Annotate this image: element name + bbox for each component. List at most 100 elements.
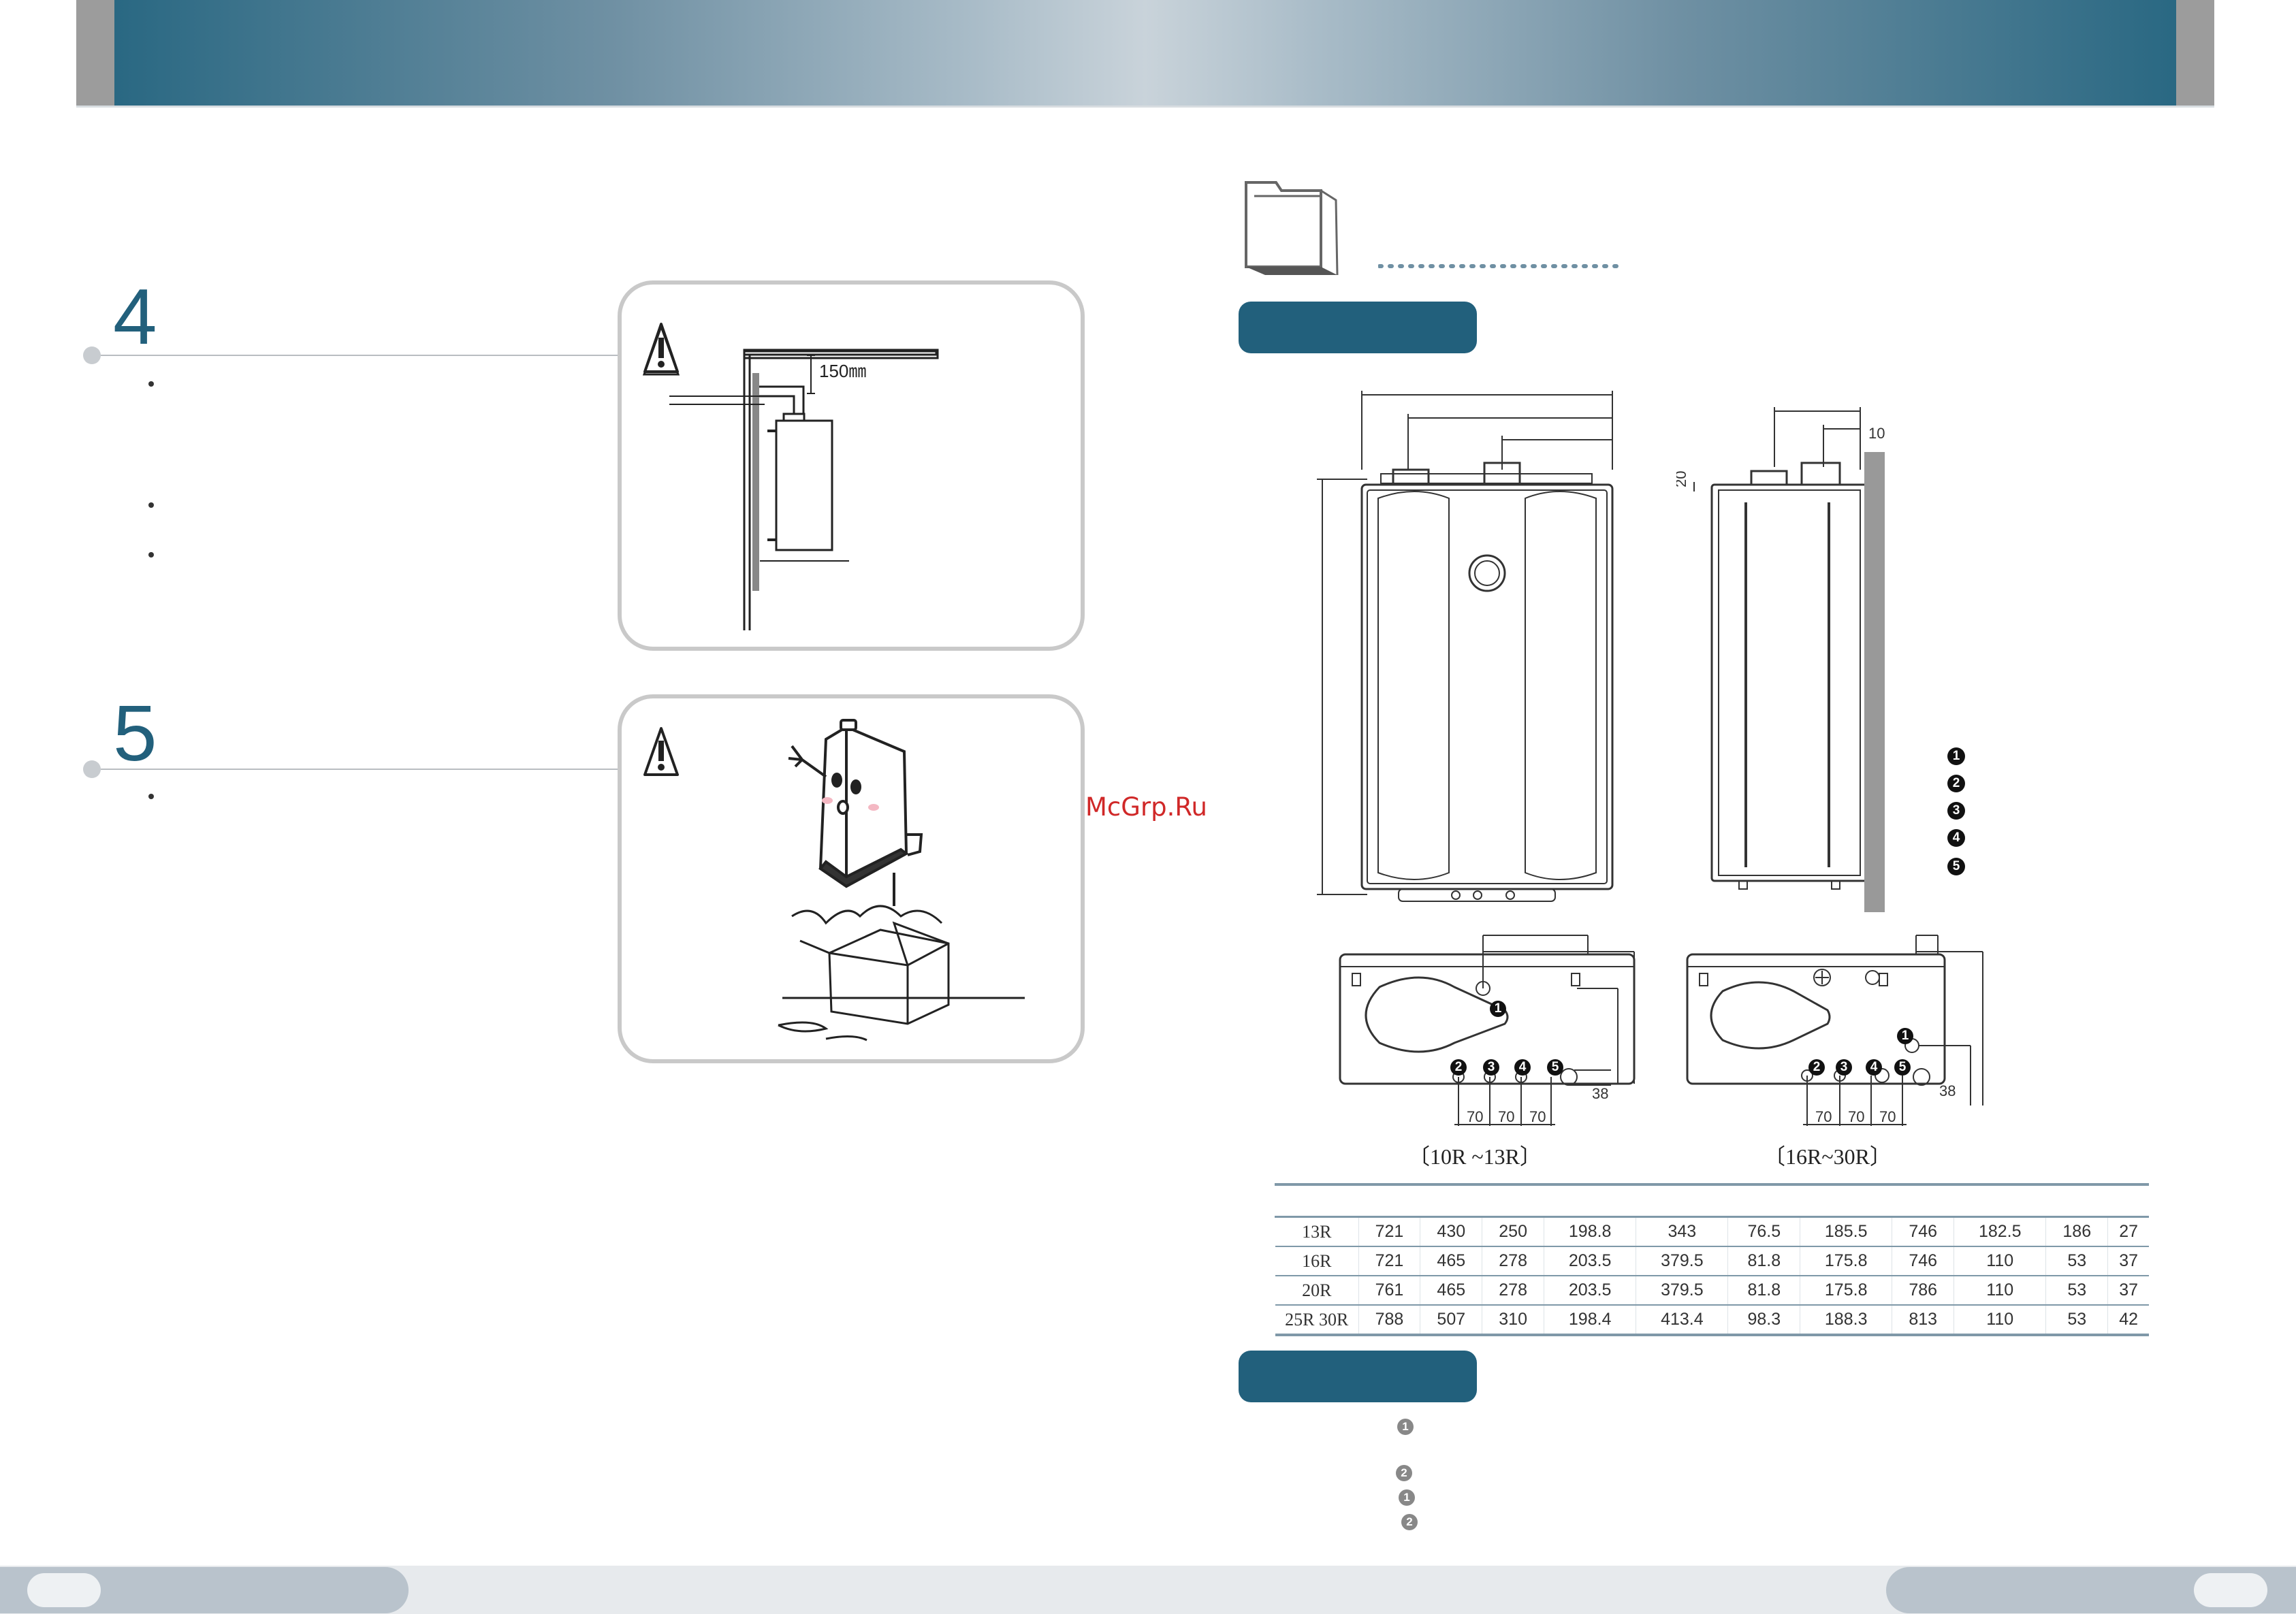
- dim-label-10: 10: [1868, 425, 1885, 442]
- dimensions-tab: [1239, 302, 1477, 353]
- table-cell: 721: [1358, 1246, 1420, 1276]
- table-header-cell: [1891, 1183, 1954, 1218]
- table-cell: 813: [1892, 1305, 1954, 1336]
- header-cap-left: [76, 0, 114, 106]
- marker-5-right: 5: [1894, 1059, 1911, 1076]
- table-cell: 76.5: [1727, 1216, 1800, 1247]
- marker-2-right: 2: [1808, 1059, 1825, 1076]
- boiler-character-icon: [788, 719, 923, 906]
- table-cell: 788: [1358, 1305, 1420, 1336]
- marker-3-right: 3: [1836, 1059, 1852, 1076]
- header-cap-right: [2176, 0, 2214, 106]
- table-cell: 278: [1482, 1276, 1544, 1306]
- section-number-4: 4: [113, 272, 157, 361]
- table-header-cell: [1799, 1183, 1892, 1218]
- dim-label-20: 20: [1676, 471, 1689, 487]
- table-cell: 465: [1420, 1276, 1482, 1306]
- table-cell-model: 16R: [1275, 1246, 1358, 1276]
- side-view-drawing: 10 20: [1676, 407, 1885, 912]
- table-header-cell: [1358, 1183, 1420, 1218]
- leak-illustration-panel: [618, 694, 1085, 1063]
- note-marker-2: 2: [1396, 1465, 1412, 1481]
- legend-marker-5: 5: [1947, 858, 1965, 875]
- table-cell: 746: [1892, 1246, 1954, 1276]
- clearance-illustration: 150㎜: [642, 323, 939, 630]
- table-header-cell: [1953, 1183, 2046, 1218]
- caption-10r-13r: 〔10R ~13R〕: [1408, 1144, 1542, 1169]
- table-cell: 786: [1892, 1276, 1954, 1306]
- marker-1-left: 1: [1490, 1001, 1506, 1017]
- legend-marker-3: 3: [1947, 802, 1965, 820]
- table-cell: 413.4: [1636, 1305, 1728, 1336]
- spacing-label: 70: [1467, 1108, 1483, 1125]
- marker-3-left: 3: [1483, 1059, 1499, 1076]
- table-cell: 379.5: [1636, 1246, 1728, 1276]
- spacing-label: 70: [1498, 1108, 1514, 1125]
- spacing-label: 38: [1592, 1085, 1608, 1102]
- legend-marker-1: 1: [1947, 747, 1965, 765]
- table-cell: 198.8: [1544, 1216, 1636, 1247]
- table-cell-model: 20R: [1275, 1276, 1358, 1306]
- table-cell: 81.8: [1727, 1276, 1800, 1306]
- bullet: [148, 381, 154, 387]
- marker-1-right: 1: [1897, 1028, 1913, 1044]
- section-rule-4: [101, 355, 618, 356]
- spacing-label: 70: [1848, 1108, 1864, 1125]
- table-cell: 175.8: [1800, 1276, 1892, 1306]
- section-dot-4: [83, 346, 101, 364]
- table-cell: 53: [2045, 1305, 2108, 1336]
- clearance-illustration-panel: 150㎜: [618, 280, 1085, 651]
- table-cell: 203.5: [1544, 1246, 1636, 1276]
- table-cell: 379.5: [1636, 1276, 1728, 1306]
- marker-5-left: 5: [1547, 1059, 1563, 1076]
- table-cell: 507: [1420, 1305, 1482, 1336]
- table-cell: 186: [2045, 1216, 2108, 1247]
- table-header-cell: [1481, 1183, 1544, 1218]
- note-marker-1b: 1: [1399, 1489, 1415, 1506]
- table-header-cell: [1543, 1183, 1636, 1218]
- table-cell: 37: [2107, 1276, 2149, 1306]
- table-header-cell: [1727, 1183, 1800, 1218]
- section-rule-5: [101, 769, 618, 770]
- table-header-cell: [1419, 1183, 1482, 1218]
- leak-illustration: [643, 719, 1025, 1042]
- marker-4-left: 4: [1514, 1059, 1531, 1076]
- spacing-label: 70: [1815, 1108, 1832, 1125]
- front-view-drawing: [1317, 391, 1614, 902]
- table-cell: 310: [1482, 1305, 1544, 1336]
- table-cell: 182.5: [1954, 1216, 2046, 1247]
- bottom-view-right-drawing: 70 70 70 38: [1686, 935, 1983, 1126]
- table-cell-model: 25R 30R: [1275, 1305, 1358, 1336]
- table-cell: 198.4: [1544, 1305, 1636, 1336]
- page-number-right: [2194, 1573, 2267, 1607]
- table-header-cell: [2045, 1183, 2108, 1218]
- folder-icon: [1245, 181, 1339, 276]
- table-cell: 343: [1636, 1216, 1728, 1247]
- table-cell: 110: [1954, 1276, 2046, 1306]
- table-cell: 27: [2107, 1216, 2149, 1247]
- header-banner: [76, 0, 2214, 106]
- spacing-label: 38: [1939, 1082, 1956, 1099]
- table-cell: 110: [1954, 1305, 2046, 1336]
- warning-icon: [642, 323, 680, 376]
- bullet: [148, 502, 154, 508]
- bullet: [148, 794, 154, 799]
- table-cell: 278: [1482, 1246, 1544, 1276]
- legend-marker-2: 2: [1947, 775, 1965, 792]
- table-header-row: [1275, 1183, 2149, 1218]
- warning-icon: [643, 727, 679, 776]
- spacing-label: 70: [1879, 1108, 1896, 1125]
- dotted-leader: [1378, 264, 1625, 268]
- table-cell-model: 13R: [1275, 1216, 1358, 1247]
- table-header-cell: [1635, 1183, 1728, 1218]
- notes-tab: [1239, 1351, 1477, 1402]
- table-header-cell: [1275, 1183, 1358, 1218]
- table-cell: 430: [1420, 1216, 1482, 1247]
- note-marker-1: 1: [1397, 1419, 1414, 1435]
- table-cell: 98.3: [1727, 1305, 1800, 1336]
